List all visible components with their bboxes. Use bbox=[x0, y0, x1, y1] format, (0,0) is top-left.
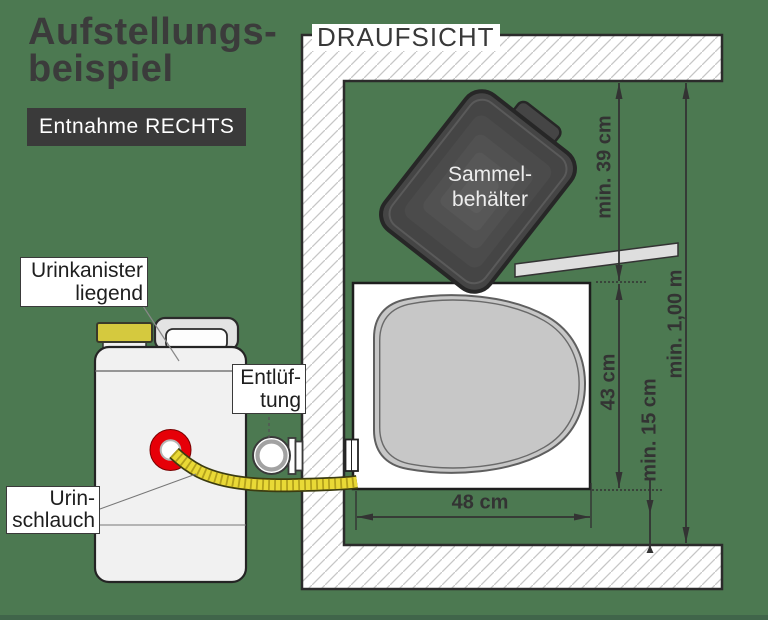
page-title: Aufstellungs- beispiel bbox=[28, 11, 278, 90]
dimension-label-toilet-depth: 43 cm bbox=[597, 353, 620, 411]
variant-badge: Entnahme RECHTS bbox=[27, 108, 247, 146]
toilet-seat bbox=[373, 294, 587, 474]
view-label: DRAUFSICHT bbox=[312, 24, 500, 51]
collection-container-label: Sammel- behälter bbox=[447, 163, 532, 211]
dimension-lines bbox=[357, 83, 690, 553]
dimension-label-room-depth: min. 1,00 m bbox=[664, 269, 687, 379]
canister-cap bbox=[96, 322, 153, 343]
vent-fitting bbox=[252, 436, 304, 475]
dimension-extensions bbox=[355, 281, 664, 530]
dimension-label-toilet-width: 48 cm bbox=[451, 491, 509, 514]
page-title-line2: beispiel bbox=[28, 48, 174, 90]
wall-outline bbox=[300, 33, 724, 591]
dimension-label-container-depth: min. 39 cm bbox=[593, 115, 616, 219]
callout-vent: Entlüf- tung bbox=[232, 364, 306, 414]
callout-urine-hose: Urin- schlauch bbox=[6, 486, 100, 534]
leader-lines bbox=[99, 305, 270, 510]
image-bottom-edge bbox=[0, 615, 768, 620]
urine-hose bbox=[169, 447, 358, 493]
wall-pass-through bbox=[344, 438, 359, 472]
dimension-label-wall-gap: min. 15 cm bbox=[638, 378, 661, 482]
page-title-line1: Aufstellungs- bbox=[28, 11, 278, 53]
callout-urine-canister: Urinkanister liegend bbox=[20, 257, 148, 307]
collection-container bbox=[379, 89, 577, 294]
toilet-lid bbox=[514, 242, 679, 278]
